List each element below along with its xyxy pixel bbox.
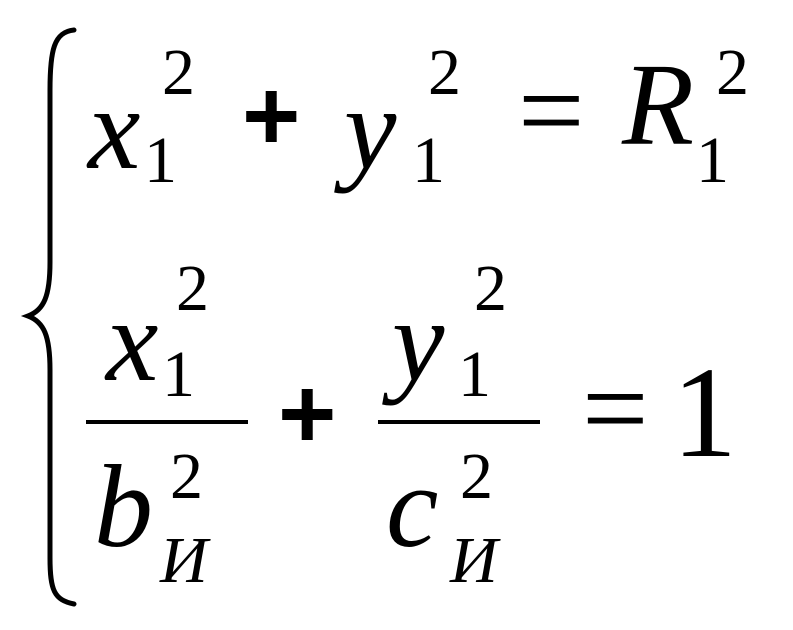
fraction2-numerator-subscript: 1 xyxy=(458,338,491,411)
superscript-x1: 2 xyxy=(162,36,195,109)
subscript-y1: 1 xyxy=(412,124,445,197)
equals-sign-2: = xyxy=(582,343,649,474)
fraction2-numerator-superscript: 2 xyxy=(474,252,507,325)
fraction2-numerator-variable: y xyxy=(392,275,445,406)
fraction1-denominator-superscript: 2 xyxy=(170,440,203,513)
subscript-x1: 1 xyxy=(144,124,177,197)
fraction2-denominator-subscript: И xyxy=(450,524,498,597)
fraction1-denominator-subscript: И xyxy=(160,524,208,597)
variable-x1: x xyxy=(88,63,141,194)
fraction1-numerator-superscript: 2 xyxy=(176,252,209,325)
fraction2-denominator-superscript: 2 xyxy=(460,440,493,513)
fraction1-numerator-subscript: 1 xyxy=(162,338,195,411)
fraction1-numerator-variable: x xyxy=(106,275,159,406)
plus-operator-1: + xyxy=(242,60,301,172)
fraction2-bar xyxy=(378,420,540,424)
variable-y1: y xyxy=(344,63,397,194)
fraction2-denominator-variable: c xyxy=(386,441,439,572)
superscript-r1: 2 xyxy=(716,36,749,109)
variable-r1: R xyxy=(622,39,695,170)
subscript-r1: 1 xyxy=(696,124,729,197)
superscript-y1: 2 xyxy=(428,36,461,109)
plus-operator-2: + xyxy=(278,358,337,470)
fraction1-denominator-variable: b xyxy=(94,441,153,572)
fraction1-bar xyxy=(86,420,248,424)
equals-sign-1: = xyxy=(518,45,585,176)
right-hand-side-one: 1 xyxy=(672,341,737,485)
